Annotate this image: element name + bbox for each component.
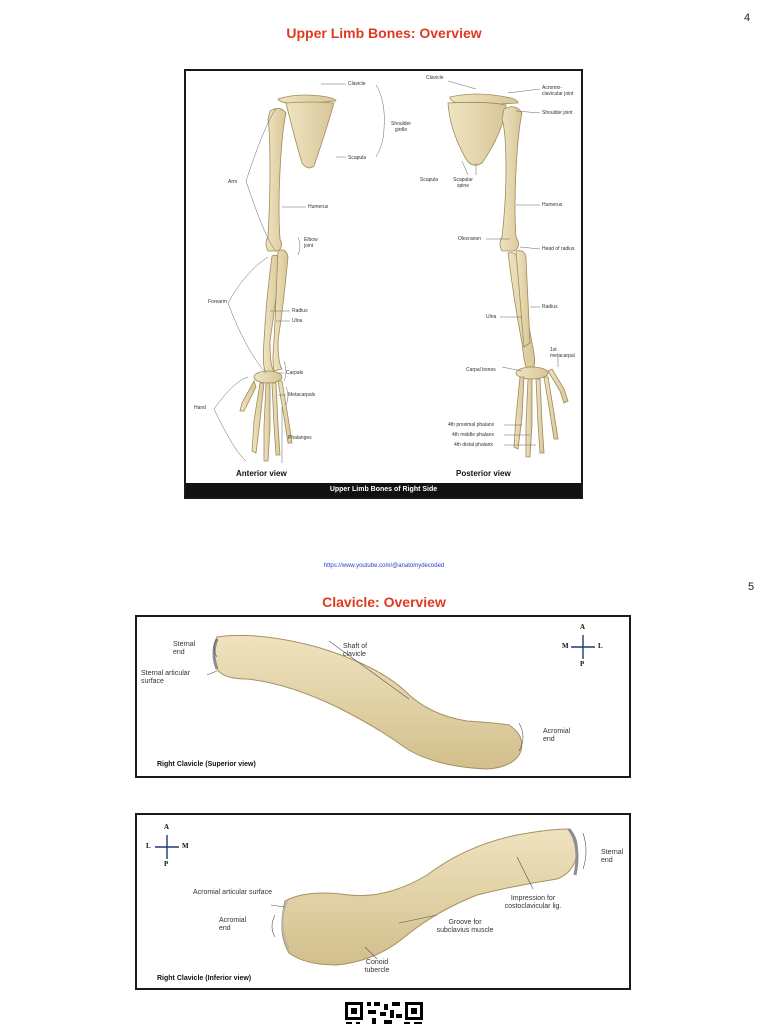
compass-right: L (598, 642, 603, 650)
figure-caption: Upper Limb Bones of Right Side (186, 483, 581, 497)
clavicle-inferior-figure: Sternal end Impression for costoclavicul… (135, 813, 631, 990)
compass-bottom: P (164, 860, 169, 868)
label-humerus: Humerus (308, 204, 329, 210)
label-proximal-phalanx: 4th proximal phalanx (448, 422, 495, 428)
label-clavicle: Clavicle (348, 81, 366, 87)
clavicle-inferior-illustration (270, 828, 587, 966)
clavicle-superior-illustration (206, 634, 524, 770)
label-scapula: Scapula (348, 155, 367, 161)
label-acromioclavicular-joint: Acromio-clavicular joint (542, 85, 574, 97)
label-groove-subclavius: Groove for subclavius muscle (436, 919, 494, 934)
label-inf-acromial-end: Acromial end (219, 917, 247, 932)
label-first-metacarpal: 1st metacarpal (550, 347, 575, 359)
label-arm: Arm (228, 179, 238, 185)
upper-limb-figure: Clavicle Shoulder girdle Scapula Arm Hum… (184, 69, 583, 499)
label-inf-sternal-end: Sternal end (601, 849, 624, 864)
label-sup-sternal-end: Sternal end (173, 641, 196, 656)
compass-top: A (580, 623, 586, 631)
qr-code-icon (344, 1000, 424, 1024)
label-olecranon: Olecranon (458, 236, 482, 242)
anterior-view-label: Anterior view (236, 469, 287, 478)
page-title-upper-limb: Upper Limb Bones: Overview (286, 25, 482, 41)
superior-view-label: Right Clavicle (Superior view) (157, 761, 256, 768)
label-carpals: Carpals (286, 370, 304, 376)
label-sup-acromial-end: Acromial end (543, 728, 571, 743)
compass-cross-icon (155, 835, 179, 859)
label-carpal-bones: Carpal bones (466, 367, 496, 373)
label-acromial-articular-surface: Acromial articular surface (193, 889, 272, 896)
label-shoulder-joint: Shoulder joint (542, 110, 573, 116)
page-number-5: 5 (748, 581, 755, 593)
label-post-scapula: Scapula (420, 177, 439, 183)
label-phalanges: Phalanges (288, 435, 312, 441)
clavicle-superior-figure: Sternal end Sternal articular surface Sh… (135, 615, 631, 778)
compass-cross-icon (571, 635, 595, 659)
page-number-4: 4 (744, 12, 751, 24)
label-post-clavicle: Clavicle (426, 75, 444, 81)
label-hand: Hand (194, 405, 206, 411)
label-scapular-spine: Scapular spine (453, 177, 473, 189)
label-shoulder-girdle: Shoulder girdle (390, 121, 411, 133)
label-post-radius: Radius (542, 304, 558, 310)
label-head-of-radius: Head of radius (542, 246, 575, 252)
compass-left: L (146, 842, 151, 850)
label-shaft-of-clavicle: Shaft of clavicle (343, 643, 368, 658)
compass-rose-inferior: A L M P (145, 823, 189, 871)
compass-right: M (182, 842, 189, 850)
page-title-clavicle: Clavicle: Overview (322, 594, 446, 610)
compass-left: M (562, 642, 569, 650)
label-ulna: Ulna (292, 318, 303, 324)
compass-rose-superior: A M L P (561, 623, 605, 671)
label-radius: Radius (292, 308, 308, 314)
label-forearm: Forearm (208, 299, 227, 305)
label-post-ulna: Ulna (486, 314, 497, 320)
compass-top: A (164, 823, 170, 831)
label-conoid-tubercle: Conoid tubercle (364, 959, 390, 974)
posterior-view-label: Posterior view (456, 469, 511, 478)
label-sternal-articular-surface: Sternal articular surface (141, 670, 191, 685)
label-impression-costoclavicular: Impression for costoclavicular lig. (504, 895, 562, 910)
label-distal-phalanx: 4th distal phalanx (454, 442, 493, 448)
label-metacarpals: Metacarpals (288, 392, 316, 398)
compass-bottom: P (580, 660, 585, 668)
label-post-humerus: Humerus (542, 202, 563, 208)
upper-limb-illustration (213, 80, 569, 463)
inferior-view-label: Right Clavicle (Inferior view) (157, 975, 252, 982)
label-middle-phalanx: 4th middle phalanx (452, 432, 494, 438)
label-elbow-joint: Elbow joint (304, 237, 318, 249)
youtube-link[interactable]: https://www.youtube.com/@anatomydecoded (323, 563, 445, 569)
